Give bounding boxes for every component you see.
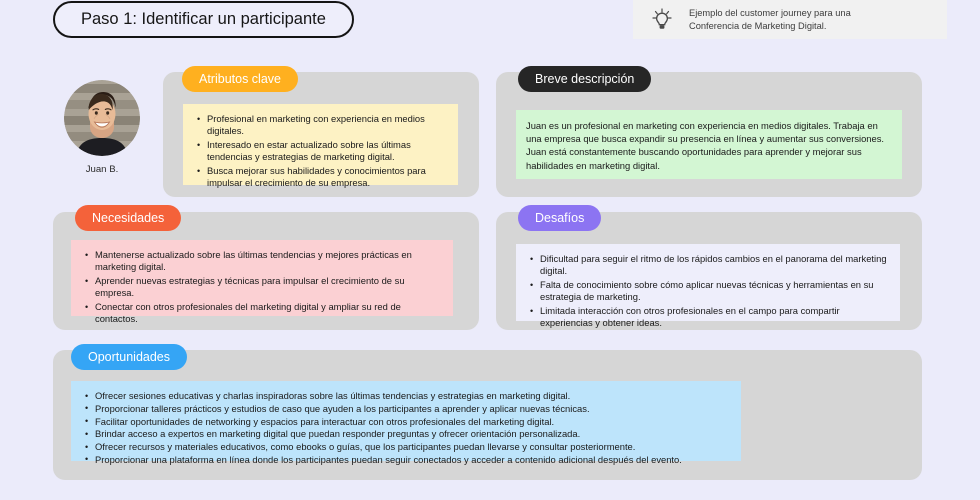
- card-label-desafios: Desafíos: [518, 205, 602, 231]
- list-item: Mantenerse actualizado sobre las últimas…: [85, 249, 441, 274]
- list-item: Busca mejorar sus habilidades y conocimi…: [197, 165, 446, 190]
- content-oportunidades: Ofrecer sesiones educativas y charlas in…: [71, 381, 741, 466]
- persona-block: Juan B.: [64, 80, 140, 175]
- card-label-atributos-clave: Atributos clave: [182, 66, 298, 92]
- bullet-list: Dificultad para seguir el ritmo de los r…: [526, 253, 888, 330]
- list-item: Ofrecer sesiones educativas y charlas in…: [85, 389, 729, 402]
- description-text: Juan es un profesional en marketing con …: [526, 120, 885, 171]
- list-item: Conectar con otros profesionales del mar…: [85, 301, 441, 326]
- list-item: Ofrecer recursos y materiales educativos…: [85, 441, 729, 454]
- content-breve-descripcion: Juan es un profesional en marketing con …: [516, 110, 902, 179]
- page-title: Paso 1: Identificar un participante: [81, 10, 326, 28]
- list-item: Falta de conocimiento sobre cómo aplicar…: [530, 279, 888, 304]
- tip-text: Ejemplo del customer journey para una Co…: [689, 7, 851, 31]
- content-desafios: Dificultad para seguir el ritmo de los r…: [516, 244, 900, 328]
- card-label-breve-descripcion: Breve descripción: [518, 66, 652, 92]
- list-item: Proporcionar talleres prácticos y estudi…: [85, 402, 729, 415]
- list-item: Profesional en marketing con experiencia…: [197, 113, 446, 138]
- list-item: Interesado en estar actualizado sobre la…: [197, 139, 446, 164]
- bullet-list: Mantenerse actualizado sobre las últimas…: [81, 249, 441, 326]
- lightbulb-icon: [649, 7, 675, 33]
- list-item: Dificultad para seguir el ritmo de los r…: [530, 253, 888, 278]
- content-atributos-clave: Profesional en marketing con experiencia…: [183, 104, 458, 188]
- list-item: Limitada interacción con otros profesion…: [530, 305, 888, 330]
- card-label-necesidades: Necesidades: [75, 205, 182, 231]
- bullet-list: Ofrecer sesiones educativas y charlas in…: [81, 389, 729, 466]
- page-header: Paso 1: Identificar un participante Ejem…: [0, 0, 980, 46]
- step-title-pill: Paso 1: Identificar un participante: [53, 1, 354, 38]
- tip-callout: Ejemplo del customer journey para una Co…: [633, 0, 947, 39]
- persona-name: Juan B.: [85, 164, 119, 175]
- list-item: Brindar acceso a expertos en marketing d…: [85, 428, 729, 441]
- bullet-list: Profesional en marketing con experiencia…: [193, 113, 446, 190]
- avatar: [64, 80, 140, 156]
- content-necesidades: Mantenerse actualizado sobre las últimas…: [71, 240, 453, 324]
- list-item: Proporcionar una plataforma en línea don…: [85, 453, 729, 466]
- list-item: Aprender nuevas estrategias y técnicas p…: [85, 275, 441, 300]
- list-item: Facilitar oportunidades de networking y …: [85, 415, 729, 428]
- card-label-oportunidades: Oportunidades: [71, 344, 188, 370]
